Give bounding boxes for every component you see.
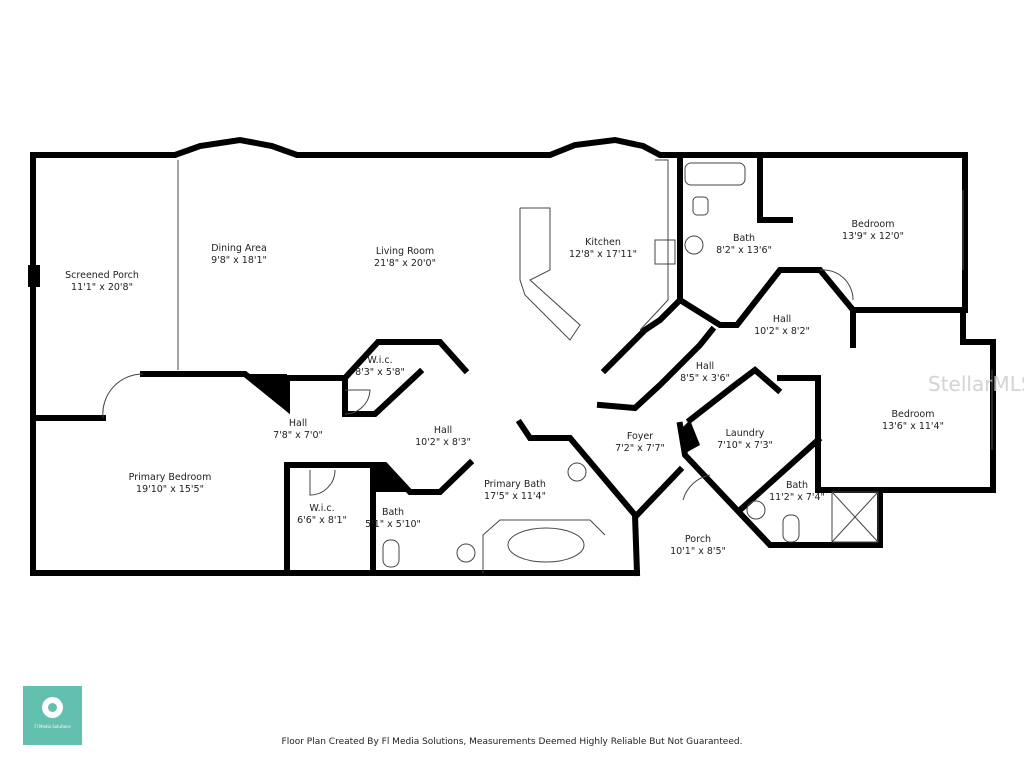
room-name: Hall [288, 418, 308, 429]
room-size: 11'2" x 7'4" [769, 492, 825, 503]
room-size: 8'3" x 5'8" [355, 367, 405, 378]
room-name: Bedroom [851, 219, 895, 230]
room-name: W.i.c. [367, 355, 393, 366]
room-size: 9'8" x 18'1" [211, 255, 267, 266]
room-name: Foyer [626, 431, 654, 442]
room-name: Laundry [725, 428, 765, 439]
room-size: 12'8" x 17'11" [569, 249, 637, 260]
room-name: Primary Bath [484, 479, 546, 490]
room-size: 10'2" x 8'3" [415, 437, 471, 448]
room-name: Primary Bedroom [128, 472, 212, 483]
camera-aperture-icon [42, 697, 63, 718]
room-label-wic: W.i.c.6'6" x 8'1" [297, 503, 347, 527]
room-size: 21'8" x 20'0" [374, 258, 436, 269]
watermark: StellarMLS [928, 372, 1024, 396]
room-name: Hall [433, 425, 453, 436]
room-size: 7'8" x 7'0" [273, 430, 323, 441]
room-size: 8'2" x 13'6" [716, 245, 772, 256]
room-name: W.i.c. [309, 503, 335, 514]
room-size: 6'6" x 8'1" [297, 515, 347, 526]
room-size: 11'1" x 20'8" [71, 282, 133, 293]
room-size: 10'1" x 8'5" [670, 546, 726, 557]
room-name: Dining Area [211, 243, 267, 254]
room-name: Living Room [375, 246, 435, 257]
room-name: Hall [772, 314, 792, 325]
fl-media-logo: Fl Media Solutions [23, 686, 82, 745]
room-name: Porch [684, 534, 712, 545]
room-size: 17'5" x 11'4" [484, 491, 546, 502]
room-name: Screened Porch [65, 270, 139, 281]
walls [28, 136, 996, 577]
room-size: 7'10" x 7'3" [717, 440, 773, 451]
room-size: 8'5" x 3'6" [680, 373, 730, 384]
footer-disclaimer: Floor Plan Created By Fl Media Solutions… [281, 737, 743, 747]
room-name: Bath [381, 507, 405, 518]
room-name: Kitchen [585, 237, 621, 248]
room-size: 19'10" x 15'5" [136, 484, 204, 495]
room-name: Bedroom [891, 409, 935, 420]
room-size: 5'1" x 5'10" [365, 519, 421, 530]
room-size: 7'2" x 7'7" [615, 443, 665, 454]
room-size: 10'2" x 8'2" [754, 326, 810, 337]
interior-details [102, 159, 993, 573]
room-name: Bath [785, 480, 809, 491]
room-size: 13'6" x 11'4" [882, 421, 944, 432]
room-name: Bath [732, 233, 756, 244]
room-name: Hall [695, 361, 715, 372]
room-size: 13'9" x 12'0" [842, 231, 904, 242]
logo-text: Fl Media Solutions [34, 724, 71, 729]
room-label-wic: W.i.c.8'3" x 5'8" [355, 355, 405, 379]
